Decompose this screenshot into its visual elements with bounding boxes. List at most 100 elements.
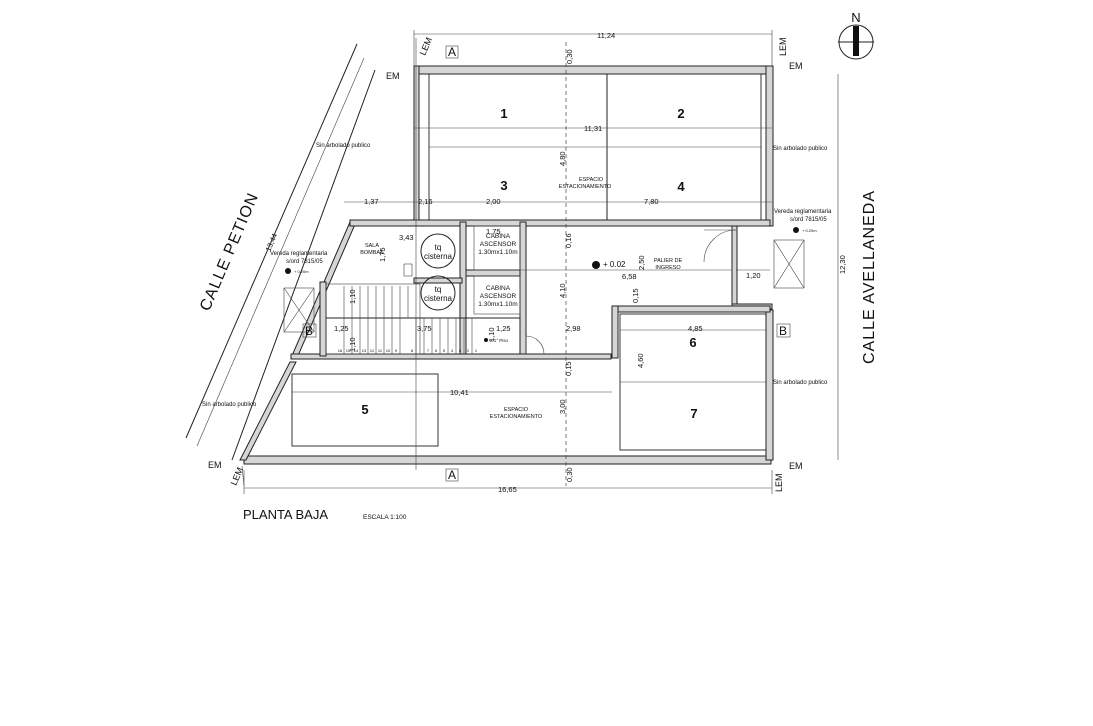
spaces-parking-0-text: ESPACIO (504, 407, 529, 413)
spaces-cistern-1-text: cisterna (424, 252, 453, 261)
stairs-0-text: 16 (338, 348, 343, 353)
dims-d300-text: 3,00 (558, 399, 567, 414)
dims-d175-text: 1,75 (378, 247, 387, 262)
dimension-lines (241, 30, 839, 494)
dims-d250-text: 2,50 (637, 255, 646, 270)
street-name-avellaneda: CALLE AVELLANEDA (861, 190, 878, 364)
dims-d375-text: 3,75 (417, 324, 432, 333)
dims-d343-text: 3,43 (399, 233, 414, 242)
dims-d298-text: 2,98 (566, 324, 581, 333)
spaces-elevator-2-text: 1.30mx1.10m (478, 249, 517, 256)
stairs-8-text: 8 (411, 348, 414, 353)
level-mark: + 0.02 a 1° Piso (484, 260, 626, 343)
sidewalk-level-text: + 0.20m (294, 269, 309, 274)
stairs-4-text: 12 (370, 348, 375, 353)
spaces-pump_room-0-text: SALA (365, 243, 379, 249)
spaces-cistern-0-text: tq (435, 285, 442, 294)
sidewalk-label-1-text: s/ord 7815/05 (286, 259, 323, 265)
sidewalk-label-0-text: Vereda reglamentaria (774, 209, 832, 215)
stairs-10-text: 6 (435, 348, 438, 353)
stairs-11-text: 5 (443, 348, 446, 353)
dims-d1041-text: 10,41 (450, 388, 469, 397)
dims-d480-text: 4,80 (558, 151, 567, 166)
dims-d216-text: 2,16 (418, 197, 433, 206)
stairs-2-text: 14 (354, 348, 359, 353)
dims-d1124-text: 11,24 (597, 31, 615, 40)
boundary-lem-text: LEM (229, 466, 245, 487)
stairs-1-text: 15 (346, 348, 351, 353)
dims-d120-text: 1,20 (746, 271, 761, 280)
stairs-13-text: 3 (459, 348, 462, 353)
unit-4: 4 (677, 179, 685, 194)
dims-d1665-text: 16,65 (498, 485, 517, 494)
section_marks-a-text: A (448, 468, 456, 482)
boundary-em-text: EM (386, 71, 400, 81)
dims-d110-text: 1,10 (348, 337, 357, 352)
plan-title: PLANTA BAJA (243, 507, 328, 522)
unit-6: 6 (689, 335, 696, 350)
sidewalk-no_trees-text: Sin arbolado publico (202, 402, 257, 408)
spaces-lobby-1-text: INGRESO (655, 265, 681, 271)
elevator-shafts (473, 225, 521, 315)
stairs-7-text: 9 (395, 348, 398, 353)
spaces-parking-1-text: ESTACIONAMIENTO (559, 184, 612, 190)
north-arrow: N (838, 10, 874, 60)
spaces-first_floor-text: a 1° Piso (490, 338, 509, 343)
spaces-parking-0-text: ESPACIO (579, 177, 604, 183)
stairs-9-text: 7 (427, 348, 430, 353)
dims-d658-text: 6,58 (622, 272, 637, 281)
sidewalk-no_trees-text: Sin arbolado publico (316, 143, 371, 149)
spaces-lobby-0-text: PALIER DE (654, 258, 683, 264)
stairs-12-text: 4 (451, 348, 454, 353)
dims-d1131-text: 11,31 (584, 124, 602, 133)
spaces-elevator-1-text: ASCENSOR (480, 293, 517, 300)
dims-d1230-text: 12,30 (838, 255, 847, 274)
boundary-lem-text: LEM (778, 37, 788, 56)
spaces-cistern-1-text: cisterna (424, 294, 453, 303)
door-swings (525, 229, 737, 355)
section-marks: A A B B (302, 45, 791, 482)
dims-d137-text: 1,37 (364, 197, 379, 206)
spaces-elevator-1-text: ASCENSOR (480, 241, 517, 248)
sidewalk-notes: Vereda reglamentaria s/ord 7815/05 + 0.2… (202, 143, 832, 408)
street-name-petion: CALLE PETION (197, 190, 262, 313)
plan-scale: ESCALA 1:100 (363, 514, 407, 521)
street-lines-petion (185, 43, 376, 461)
sidewalk-label-1-text: s/ord 7815/05 (790, 217, 827, 223)
dims-d015-text: 0,15 (631, 288, 640, 303)
dims-d200-text: 2,00 (486, 197, 501, 206)
dims-d780-text: 7,80 (644, 197, 659, 206)
section_marks-b-text: B (305, 324, 313, 338)
dims-d125-text: 1,25 (496, 324, 511, 333)
unit-1: 1 (500, 106, 507, 121)
dims-d030-text: 0,30 (565, 467, 574, 482)
stairs-5-text: 11 (378, 348, 383, 353)
spaces-elevator-2-text: 1.30mx1.10m (478, 301, 517, 308)
dims-d485-text: 4,85 (688, 324, 703, 333)
sidewalk-level-text: + 0.20m (802, 228, 817, 233)
unit-5: 5 (361, 402, 368, 417)
cistern-tanks (403, 233, 456, 311)
spaces-pump_room-1-text: BOMBAS (360, 250, 384, 256)
spaces-elevator-0-text: CABINA (486, 285, 511, 292)
spaces-level-text: + 0.02 (603, 260, 626, 269)
dimension-values: 11,24 0,30 11,31 4,80 1,37 2,16 2,00 7,8… (264, 31, 847, 494)
dims-d110-text: 1,10 (487, 327, 496, 342)
north-label: N (851, 10, 860, 25)
boundary-lem-text: LEM (774, 473, 784, 492)
dims-d460-text: 4,60 (636, 353, 645, 368)
sidewalk-label-0-text: Vereda reglamentaria (270, 251, 328, 257)
stair-step-numbers: 16 15 14 13 12 11 10 9 8 7 6 5 4 3 2 1 (338, 348, 478, 353)
dims-d1344-text: 13,44 (264, 232, 280, 253)
boundary-em-text: EM (789, 461, 803, 471)
boundary-em-text: EM (789, 61, 803, 71)
dims-d030-text: 0,30 (565, 49, 574, 64)
unit-7: 7 (690, 406, 697, 421)
dims-d110-text: 1,10 (348, 289, 357, 304)
spaces-parking-1-text: ESTACIONAMIENTO (490, 414, 543, 420)
dims-d125-text: 1,25 (334, 324, 349, 333)
exterior-walls (239, 65, 774, 465)
stairs-3-text: 13 (362, 348, 367, 353)
unit-3: 3 (500, 178, 507, 193)
